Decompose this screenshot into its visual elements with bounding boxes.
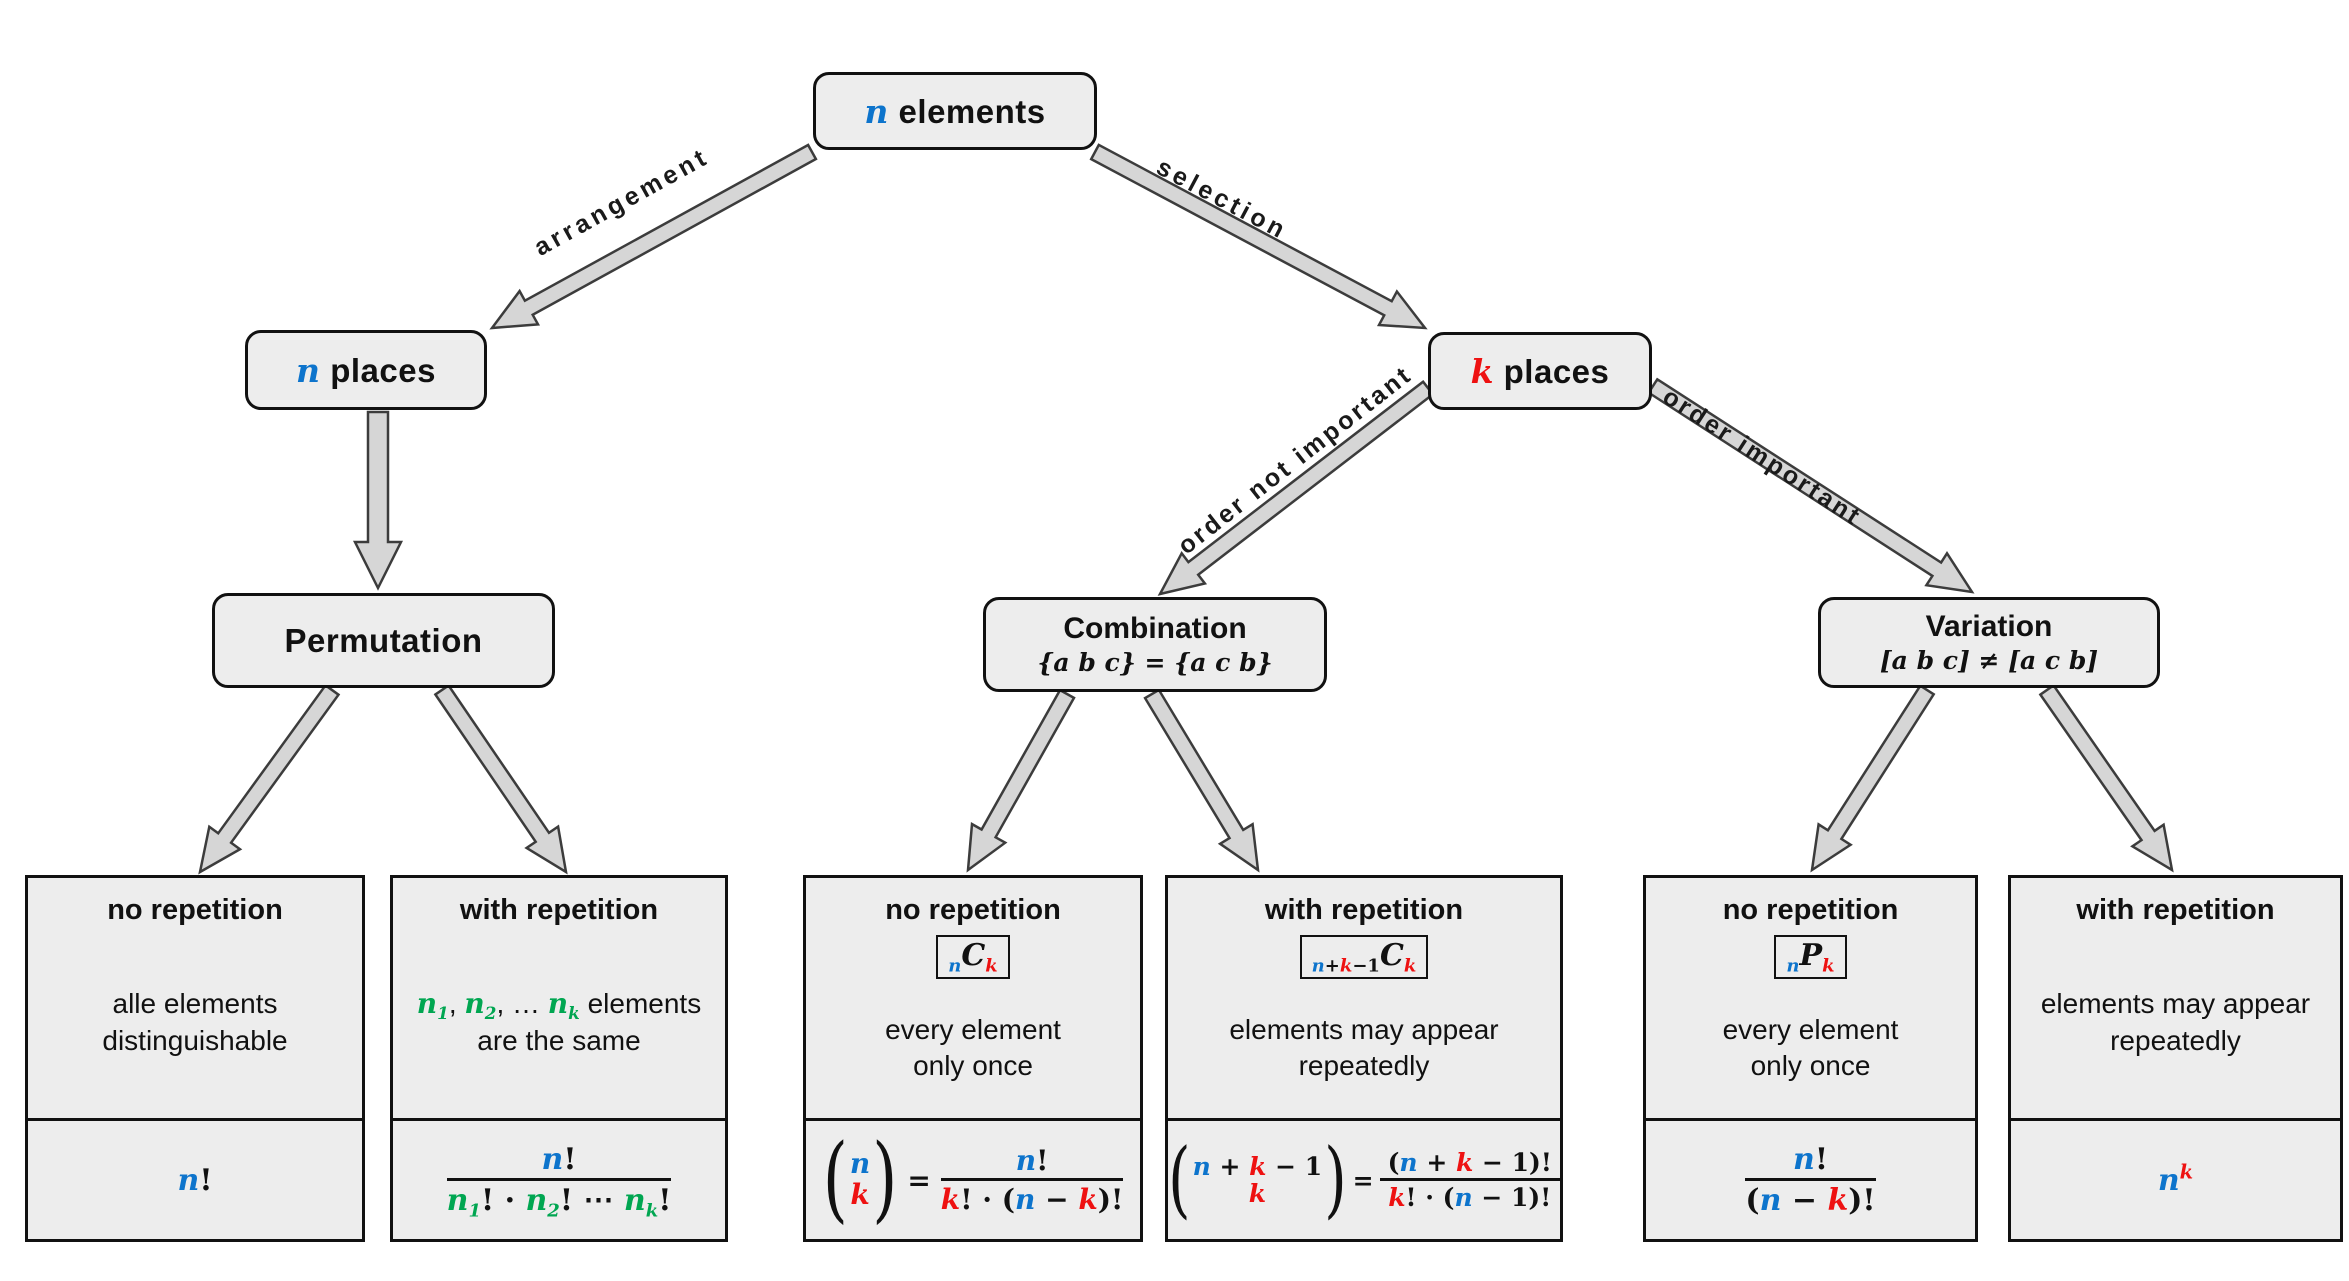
card-formula: ( n k ) = n! k! · (n − k)! [806, 1118, 1140, 1239]
node-k-places-label: k places [1470, 351, 1610, 391]
node-permutation: Permutation [212, 593, 555, 688]
right-paren: ) [872, 1124, 898, 1234]
formula-n-power-k: nk [2157, 1159, 2194, 1198]
card-description-line2: repeatedly [2110, 1024, 2241, 1056]
node-variation-example: [a b c] ≠ [a c b] [1879, 646, 2099, 675]
binomial-top: n + k − 1 [1192, 1151, 1323, 1181]
node-combination-example: {a b c} = {a c b} [1037, 648, 1273, 677]
card-title: with repetition [2076, 894, 2275, 926]
card-description-line1: every element [1722, 1013, 1899, 1045]
node-n-places: n places [245, 330, 487, 410]
card-description: alle elements distinguishable [102, 986, 287, 1059]
card-description-line1: n1, n2, … nk elements [416, 987, 702, 1023]
fraction-denominator: k! · (n − k)! [940, 1183, 1124, 1216]
fraction-denominator: k! · (n − 1)! [1388, 1183, 1552, 1212]
card-formula: ( n + k − 1 k ) = (n + k − 1)! k! · (n −… [1168, 1118, 1560, 1239]
binomial-top: n [849, 1147, 871, 1181]
card-description-line2: only once [1750, 1050, 1871, 1082]
node-permutation-title: Permutation [284, 621, 483, 659]
card-combination-no-repetition: no repetition nCk every element only onc… [803, 875, 1143, 1242]
arrow-combination-to-no-repetition [966, 688, 1076, 873]
card-top: with repetition elements may appear repe… [2011, 878, 2340, 1118]
fraction-numerator: n! [1745, 1142, 1876, 1181]
fraction: n! (n − k)! [1745, 1142, 1876, 1218]
node-n-elements: n elements [813, 72, 1097, 150]
binomial-bottom: k [1248, 1179, 1267, 1208]
card-description: n1, n2, … nk elements are the same [417, 986, 701, 1059]
card-top: with repetition n1, n2, … nk elements ar… [393, 878, 725, 1118]
card-description-line2: only once [913, 1050, 1033, 1082]
node-combination-title: Combination [1063, 612, 1247, 645]
card-top: no repetition alle elements distinguisha… [28, 878, 362, 1118]
arrow-permutation-to-with-repetition [433, 683, 568, 875]
card-top: with repetition n+k−1Ck elements may app… [1168, 878, 1560, 1118]
card-description-line1: alle elements [112, 988, 278, 1020]
card-description-line2: are the same [477, 1024, 641, 1056]
node-n-elements-label: n elements [864, 91, 1046, 131]
card-formula: n! n1! · n2! ⋯ nk! [393, 1118, 725, 1239]
card-description: elements may appear repeatedly [1229, 1012, 1498, 1085]
left-paren: ( [1168, 1131, 1191, 1229]
card-permutation-with-repetition: with repetition n1, n2, … nk elements ar… [390, 875, 728, 1242]
fraction: (n + k − 1)! k! · (n − 1)! [1379, 1148, 1560, 1212]
binomial-coefficient: ( n k ) [823, 1132, 898, 1226]
card-top: no repetition nCk every element only onc… [806, 878, 1140, 1118]
fraction-numerator: n! [940, 1144, 1124, 1181]
fraction-denominator: (n − k)! [1745, 1183, 1876, 1218]
node-n-places-label: n places [296, 350, 436, 390]
formula-badge-n+k-1Ck: n+k−1Ck [1299, 935, 1429, 979]
card-variation-with-repetition: with repetition elements may appear repe… [2008, 875, 2343, 1242]
card-title: with repetition [1264, 894, 1464, 926]
fraction-numerator: (n + k − 1)! [1379, 1148, 1560, 1181]
binomial-coefficient: ( n + k − 1 k ) [1168, 1138, 1347, 1221]
card-description: elements may appear repeatedly [2041, 986, 2310, 1059]
card-formula: n! (n − k)! [1646, 1118, 1975, 1239]
card-title: with repetition [459, 894, 659, 926]
fraction-numerator: n! [446, 1142, 672, 1181]
arrow-combination-to-with-repetition [1143, 688, 1260, 873]
equals-sign: = [907, 1163, 931, 1197]
formula-badge-nCk: nCk [936, 935, 1010, 979]
arrow-permutation-to-no-repetition [198, 683, 341, 875]
card-description-line2: repeatedly [1298, 1050, 1430, 1082]
card-description: every element only once [885, 1012, 1061, 1085]
formula-badge-nPk: nPk [1774, 935, 1847, 979]
card-description-line2: distinguishable [102, 1024, 288, 1056]
node-combination: Combination {a b c} = {a c b} [983, 597, 1327, 692]
arrow-selection [1089, 143, 1428, 330]
node-variation: Variation [a b c] ≠ [a c b] [1818, 597, 2160, 688]
right-paren: ) [1324, 1131, 1347, 1229]
arrow-n-places-to-permutation [352, 410, 404, 591]
fraction-denominator: n1! · n2! ⋯ nk! [446, 1183, 672, 1222]
card-combination-with-repetition: with repetition n+k−1Ck elements may app… [1165, 875, 1563, 1242]
card-formula: nk [2011, 1118, 2340, 1239]
card-description-line1: elements may appear [1229, 1013, 1499, 1045]
fraction: n! k! · (n − k)! [940, 1144, 1124, 1216]
card-permutation-no-repetition: no repetition alle elements distinguisha… [25, 875, 365, 1242]
binomial-bottom: k [850, 1178, 870, 1211]
card-description: every element only once [1723, 1012, 1899, 1085]
arrow-variation-to-with-repetition [2038, 683, 2174, 873]
left-paren: ( [822, 1124, 848, 1234]
card-title: no repetition [885, 894, 1061, 926]
equals-sign: = [1352, 1165, 1374, 1195]
card-title: no repetition [107, 894, 283, 926]
card-description-line1: elements may appear [2040, 988, 2311, 1020]
arrow-variation-to-no-repetition [1810, 683, 1936, 873]
arrow-order-important [1646, 377, 1975, 594]
node-variation-title: Variation [1925, 610, 2053, 643]
card-variation-no-repetition: no repetition nPk every element only onc… [1643, 875, 1978, 1242]
arrow-order-not-important [1157, 379, 1435, 596]
arrow-arrangement [489, 143, 818, 330]
card-description-line1: every element [885, 1013, 1061, 1045]
node-k-places: k places [1428, 332, 1652, 410]
formula-n-factorial: n! [177, 1162, 213, 1198]
card-top: no repetition nPk every element only onc… [1646, 878, 1975, 1118]
card-title: no repetition [1722, 894, 1899, 926]
fraction: n! n1! · n2! ⋯ nk! [446, 1142, 672, 1222]
card-formula: n! [28, 1118, 362, 1239]
